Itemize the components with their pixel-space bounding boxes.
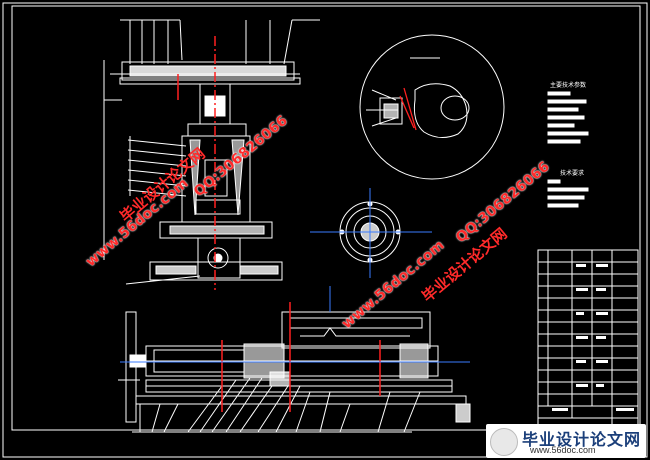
params-title: 主要技术参数	[550, 82, 587, 89]
detail-circle-view	[359, 34, 505, 180]
sheet-inner-border	[11, 5, 641, 431]
title-block-fill	[552, 264, 634, 411]
title-block	[537, 249, 639, 429]
top-left-view	[103, 19, 320, 285]
logo-text: 毕业设计论文网	[522, 430, 642, 449]
logo-emblem-icon	[490, 428, 518, 456]
top-left-centerlines	[177, 36, 216, 290]
bottom-section-view	[118, 311, 471, 433]
logo-url: www.56doc.com	[530, 445, 596, 455]
site-logo: 毕业设计论文网 www.56doc.com	[486, 424, 646, 458]
notes-area	[547, 91, 589, 208]
requirements-title: 技术要求	[560, 170, 585, 177]
